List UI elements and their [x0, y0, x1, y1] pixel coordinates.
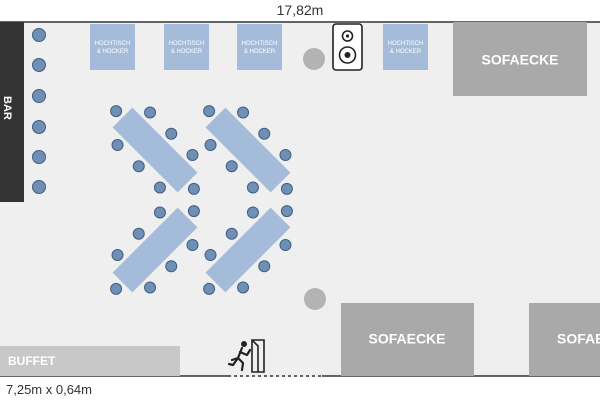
banquet-table-surface [112, 207, 198, 293]
buffet-dimension-label: 7,25m x 0,64m [6, 382, 92, 397]
banquet-tables [110, 105, 293, 295]
chair [187, 205, 200, 218]
sofa-corner-bottom-right [529, 303, 600, 376]
chair [258, 127, 271, 140]
sofa-corner-top-right [453, 22, 587, 96]
chair [186, 148, 199, 161]
chair [165, 260, 178, 273]
sofa-corner-bottom-middle [341, 303, 474, 376]
high-table: HOCHTISCH & HOCKER [383, 24, 428, 70]
high-table: HOCHTISCH & HOCKER [164, 24, 209, 70]
pillar [303, 48, 325, 70]
banquet-table-surface [112, 107, 198, 193]
chair [225, 227, 238, 240]
chair [280, 205, 293, 218]
high-table-label: & HOCKER [244, 49, 276, 55]
high-table-label: HOCHTISCH [95, 41, 131, 47]
high-table: HOCHTISCH & HOCKER [237, 24, 282, 70]
buffet-label: BUFFET [8, 354, 56, 368]
chair [144, 281, 157, 294]
bar-counter [0, 22, 24, 202]
chair [225, 160, 238, 173]
high-table-label: HOCHTISCH [242, 41, 278, 47]
chair [237, 106, 250, 119]
high-table-surface [237, 24, 282, 70]
buffet-counter [0, 346, 180, 376]
chair [187, 182, 200, 195]
bar-stool [32, 58, 46, 72]
bar-stool [32, 120, 46, 134]
chair [203, 282, 216, 295]
bar-label: BAR [1, 96, 13, 120]
high-table-label: & HOCKER [171, 49, 203, 55]
chair [132, 227, 145, 240]
bar-stool [32, 180, 46, 194]
chair [204, 139, 217, 152]
high-table-label: & HOCKER [97, 49, 129, 55]
sofa-corner-label: SOFAECKE [481, 52, 558, 68]
banquet-table [110, 105, 200, 195]
chair [110, 282, 123, 295]
high-table-surface [164, 24, 209, 70]
chair [144, 106, 157, 119]
emergency-exit-icon [227, 339, 265, 373]
chair [110, 105, 123, 118]
bar-stool [32, 28, 46, 42]
bar-stool [32, 89, 46, 103]
sofa-corner-label: SOFAECKE [557, 331, 600, 347]
chair [111, 139, 124, 152]
chair [132, 160, 145, 173]
high-table-label: HOCHTISCH [169, 41, 205, 47]
bar-stools [32, 28, 46, 194]
high-table-label: HOCHTISCH [388, 41, 424, 47]
banquet-table [110, 205, 200, 295]
chair [246, 181, 259, 194]
high-table: HOCHTISCH & HOCKER [90, 24, 135, 70]
chair [279, 239, 292, 252]
pillar [304, 288, 326, 310]
chair [186, 239, 199, 252]
speaker-icon [332, 23, 363, 71]
high-table-label: & HOCKER [390, 49, 422, 55]
banquet-table-surface [205, 207, 291, 293]
bar-stool [32, 150, 46, 164]
chair [153, 181, 166, 194]
chair [280, 182, 293, 195]
chair [279, 148, 292, 161]
chair [246, 206, 259, 219]
chair [237, 281, 250, 294]
chair [203, 105, 216, 118]
chair [111, 248, 124, 261]
chair [165, 127, 178, 140]
banquet-table [203, 105, 293, 195]
high-table-surface [90, 24, 135, 70]
sofa-corner-label: SOFAECKE [368, 331, 445, 347]
high-table-surface [383, 24, 428, 70]
chair [153, 206, 166, 219]
chair [258, 260, 271, 273]
width-dimension-label: 17,82m [277, 2, 324, 18]
banquet-table-surface [205, 107, 291, 193]
banquet-table [203, 205, 293, 295]
chair [204, 248, 217, 261]
